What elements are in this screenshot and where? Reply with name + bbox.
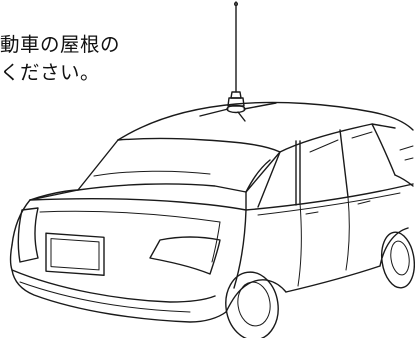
- instruction-caption: 動車の屋根の ください。: [0, 31, 120, 87]
- caption-line-1: 動車の屋根の: [0, 33, 121, 56]
- antenna-icon: [199, 1, 277, 122]
- car-body: [9, 101, 415, 338]
- caption-line-2: ください。: [0, 61, 101, 84]
